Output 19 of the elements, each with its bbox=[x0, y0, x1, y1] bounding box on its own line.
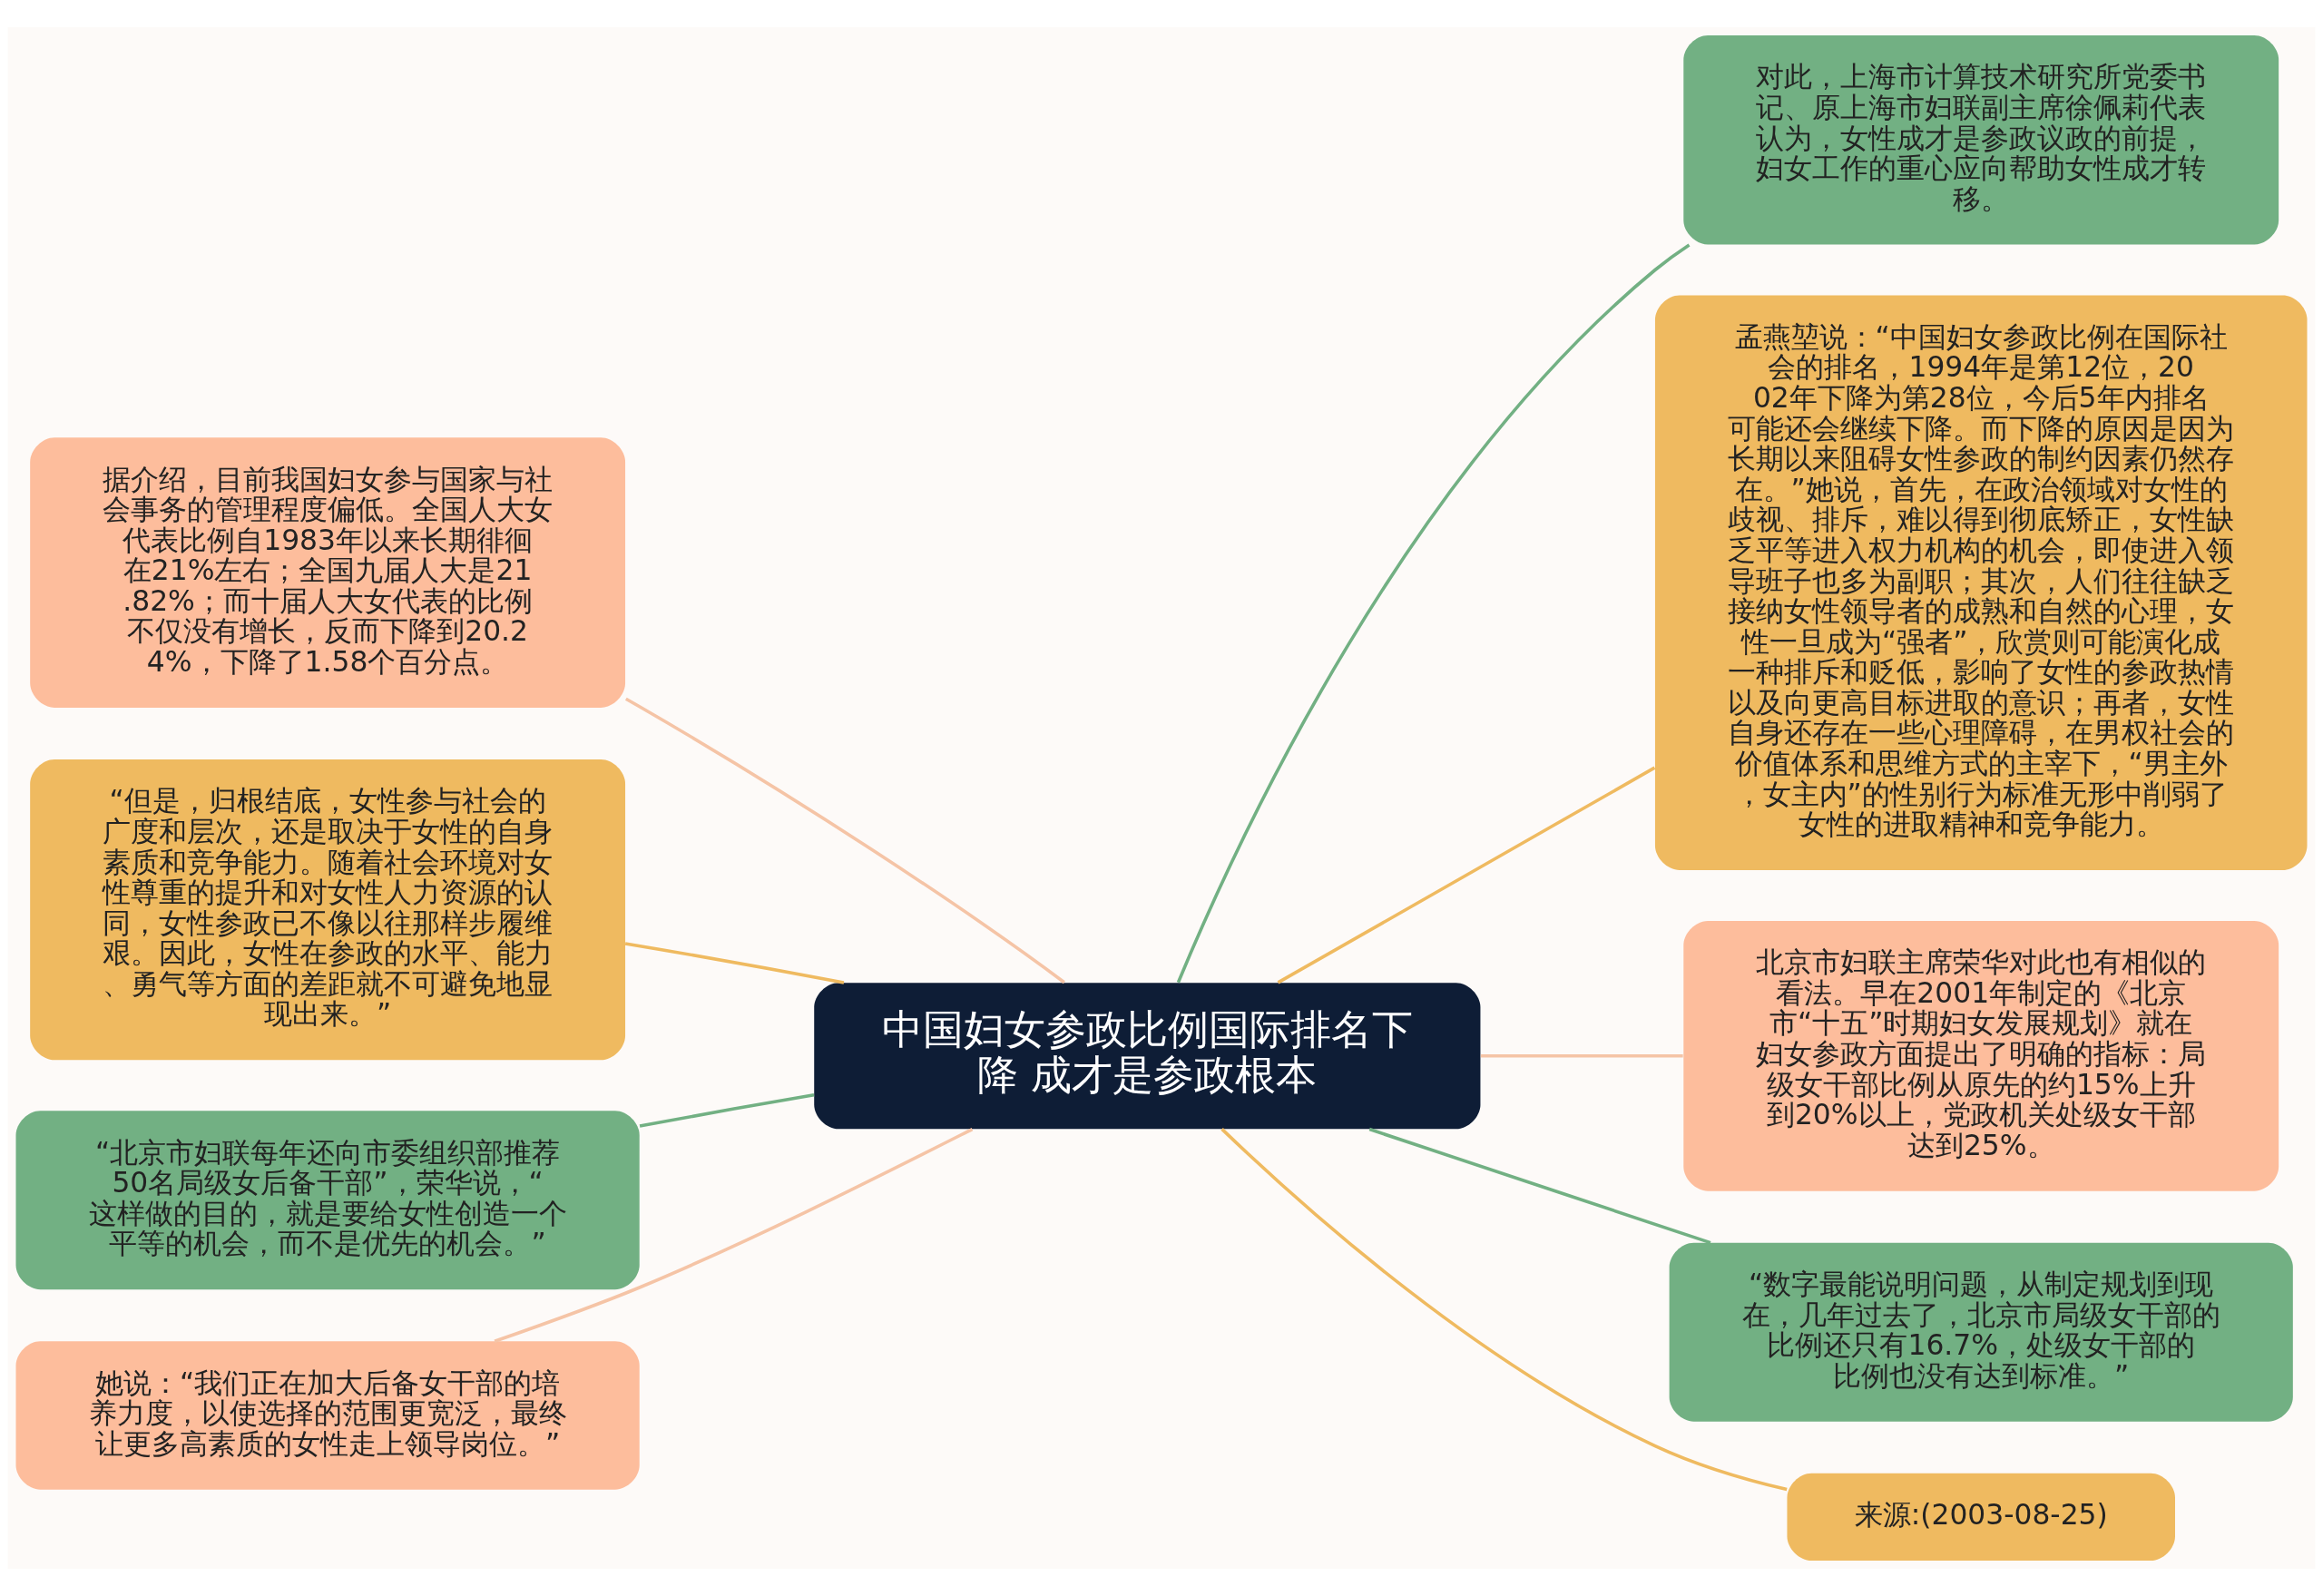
connector bbox=[1368, 1127, 1711, 1245]
connector bbox=[1277, 766, 1656, 984]
connector bbox=[1480, 1054, 1683, 1058]
connector bbox=[639, 1093, 815, 1128]
node-box: 孟燕堃说：“中国妇女参政比例在国际社会的排名，1994年是第12位，2002年下降为第28位，今后5年内排名可能还会继续下降。而下降的原因是因为长期以来阻碍女性参政的制约因素仍然存在。”她说，首先，在政治领域对女性的歧视、排斥，难以得到彻底矫正，女性缺乏平等进入权力机构的机会，即使进入领导班子也多为副职；其次，人们往往缺乏接纳女性领导者的成熟和自然的心理，女性一旦成为“强者”，欣赏则可能演化成一种排斥和贬低，影响了女性的参政热情以及向更高目标进取的意识；再者，女性自身还存在一些心理障碍，在男权社会的价值体系和思维方式的主宰下，“男主外，女主内”的性别行为标准无形中削弱了女性的进取精神和竞争能力。 bbox=[1654, 295, 2308, 870]
connector bbox=[1176, 243, 1691, 984]
node-box: 对此，上海市计算技术研究所党委书记、原上海市妇联副主席徐佩莉代表认为，女性成才是参政议政的前提，妇女工作的重心应向帮助女性成才转移。 bbox=[1683, 34, 2279, 245]
node-box: 北京市妇联主席荣华对此也有相似的看法。早在2001年制定的《北京市“十五”时期妇女发展规划》就在妇女参政方面提出了明确的指标：局级女干部比例从原先的约15%上升到20%以上，党政机关处级女干部达到25%。 bbox=[1683, 920, 2279, 1191]
connector bbox=[1220, 1128, 1788, 1492]
connector bbox=[624, 697, 1065, 984]
node-box: “数字最能说明问题，从制定规划到现在，几年过去了，北京市局级女干部的比例还只有16.7%，处级女干部的比例也没有达到标准。” bbox=[1669, 1242, 2293, 1422]
node-box: “北京市妇联每年还向市委组织部推荐50名局级女后备干部”，荣华说，“这样做的目的，就是要给女性创造一个平等的机会，而不是优先的机会。” bbox=[15, 1111, 640, 1290]
connector bbox=[624, 942, 845, 984]
node-box: 她说：“我们正在加大后备女干部的培养力度，以使选择的范围更宽泛，最终让更多高素质的女性走上领导岗位。” bbox=[15, 1341, 640, 1490]
node-box: “但是，归根结底，女性参与社会的广度和层次，还是取决于女性的自身素质和竞争能力。随着社会环境对女性尊重的提升和对女性人力资源的认同，女性参政已不像以往那样步履维艰。因此，女性在参政的水平、能力、勇气等方面的差距就不可避免地显现出来。” bbox=[30, 759, 626, 1061]
node-box: 来源:(2003-08-25) bbox=[1787, 1473, 2175, 1562]
node-box: 中国妇女参政比例国际排名下降 成才是参政根本 bbox=[814, 983, 1481, 1130]
node-box: 据介绍，目前我国妇女参与国家与社会事务的管理程度偏低。全国人大女代表比例自1983年以来长期徘徊在21%左右；全国九届人大是21.82%；而十届人大女代表的比例不仅没有增长，反而下降到20.24%，下降了1.58个百分点。 bbox=[30, 437, 626, 708]
connector bbox=[494, 1127, 974, 1343]
